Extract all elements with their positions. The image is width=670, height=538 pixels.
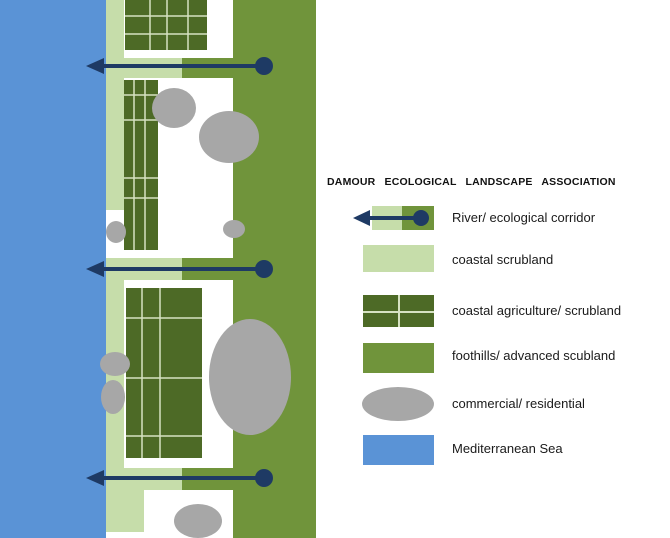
- agriculture-block-lower: [126, 288, 202, 458]
- river-arrow-3: [86, 469, 273, 487]
- river-arrow-2: [86, 260, 273, 278]
- legend-swatch-commercial: [362, 387, 434, 421]
- commercial-areas: [100, 88, 291, 538]
- legend-label-coastal-scrubland: coastal scrubland: [452, 252, 554, 267]
- legend-swatch-river: [353, 206, 434, 230]
- legend-label-foothills: foothills/ advanced scubland: [452, 348, 616, 363]
- legend-label-sea: Mediterranean Sea: [452, 441, 563, 456]
- legend-swatch-foothills: [363, 343, 434, 373]
- river-arrow-1: [86, 57, 273, 75]
- legend-label-commercial: commercial/ residential: [452, 396, 585, 411]
- legend-swatch-coastal-agriculture: [363, 295, 434, 327]
- legend-title: DAMOUR ECOLOGICAL LANDSCAPE ASSOCIATION: [327, 176, 616, 188]
- legend-label-coastal-agriculture: coastal agriculture/ scrubland: [452, 303, 622, 318]
- river-arrows: [86, 57, 273, 487]
- agriculture-block-top: [125, 0, 207, 50]
- legend-swatch-sea: [363, 435, 434, 465]
- legend-label-river: River/ ecological corridor: [452, 210, 596, 225]
- legend-swatch-coastal-scrubland: [363, 245, 434, 272]
